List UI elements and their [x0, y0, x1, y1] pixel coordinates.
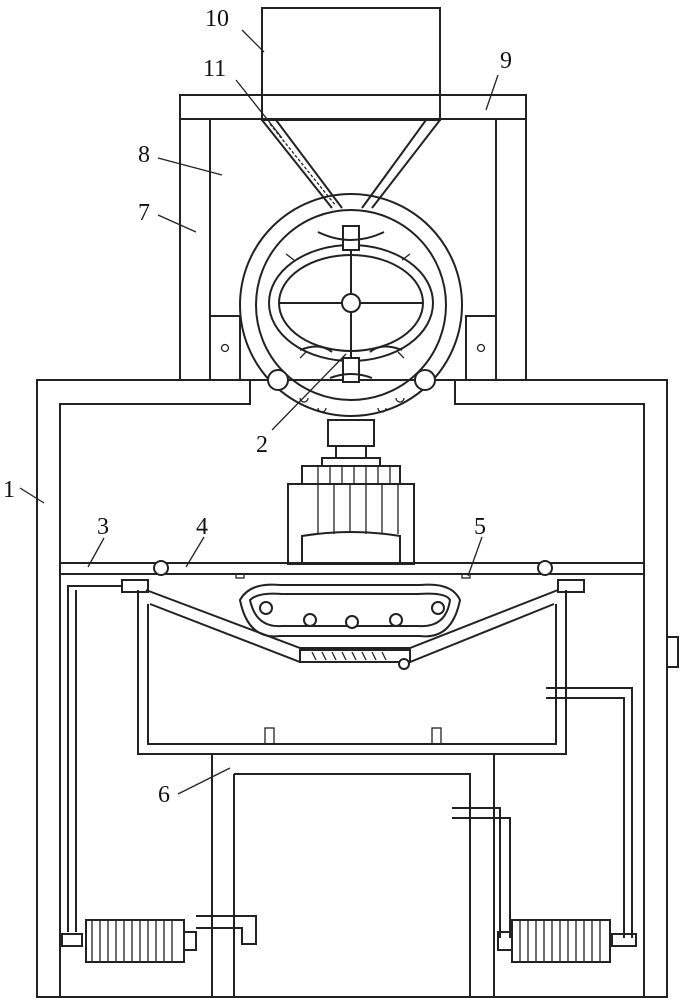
label-5: 5 — [474, 514, 486, 540]
screening-tray — [121, 579, 585, 670]
label-7: 7 — [138, 200, 150, 226]
motor — [287, 419, 415, 565]
label-8: 8 — [138, 142, 150, 168]
leader-lines — [19, 29, 499, 795]
pipes — [67, 585, 633, 945]
part-labels: 10 11 9 8 7 1 2 3 4 5 6 — [3, 6, 512, 808]
label-1: 1 — [3, 477, 15, 503]
water-tank — [137, 590, 567, 997]
label-9: 9 — [500, 48, 512, 74]
label-11: 11 — [203, 56, 226, 82]
pump-left — [61, 919, 197, 963]
label-6: 6 — [158, 782, 170, 808]
label-2: 2 — [256, 432, 268, 458]
label-3: 3 — [97, 514, 109, 540]
label-10: 10 — [205, 6, 229, 32]
hopper — [261, 7, 441, 209]
crushing-drum — [239, 193, 463, 417]
pump-right — [497, 919, 637, 963]
divider-plate — [59, 560, 645, 579]
label-4: 4 — [196, 514, 208, 540]
